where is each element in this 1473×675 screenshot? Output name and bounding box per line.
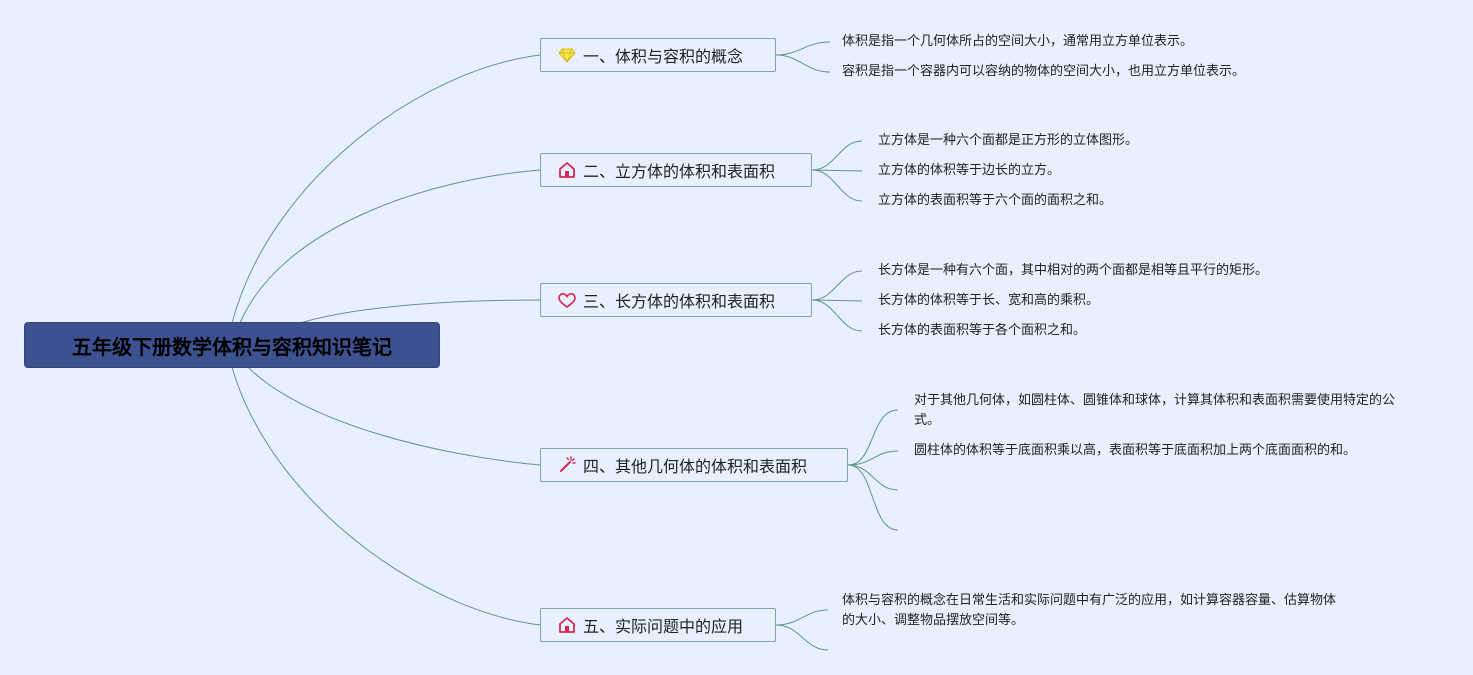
root-topic[interactable]: 五年级下册数学体积与容积知识笔记 [25, 323, 439, 367]
edge-topic3-leaf2 [811, 299, 863, 302]
edge-topic1-leaf1 [775, 41, 831, 56]
edge-topic4-leaf2 [847, 450, 899, 466]
leaf-cylinder-formula: 圆柱体的体积等于底面积乘以高，表面积等于底面积加上两个底面面积的和。 [914, 443, 1357, 458]
magic-wand-icon [557, 455, 577, 475]
leaf-cuboid-definition: 长方体是一种有六个面，其中相对的两个面都是相等且平行的矩形。 [878, 263, 1269, 278]
edge-topic5-leaf2 [775, 624, 829, 651]
leaf-cube-definition: 立方体是一种六个面都是正方形的立体图形。 [878, 133, 1139, 148]
edge-root-topic-4 [247, 366, 541, 466]
edge-root-topic-5 [231, 366, 541, 626]
edge-topic5-leaf1 [775, 609, 829, 626]
edge-topic2-leaf2 [811, 169, 863, 172]
edge-topic4-leaf1 [847, 409, 899, 466]
topic-label: 三、长方体的体积和表面积 [583, 292, 776, 311]
edge-topic4-leaf3 [847, 464, 899, 491]
leaf-capacity-definition: 容积是指一个容器内可以容纳的物体的空间大小，也用立方单位表示。 [842, 64, 1246, 79]
leaf-practical-application: 体积与容积的概念在日常生活和实际问题中有广泛的应用，如计算容器容量、估算物体的大… [842, 593, 1337, 628]
topic-other-solids-volume-area[interactable]: 四、其他几何体的体积和表面积 [540, 448, 848, 482]
edge-topic4-leaf4 [847, 464, 899, 531]
topic-label: 五、实际问题中的应用 [583, 617, 744, 636]
leaf-cuboid-volume: 长方体的体积等于长、宽和高的乘积。 [878, 293, 1100, 308]
leaf-cuboid-surface-area: 长方体的表面积等于各个面积之和。 [878, 323, 1087, 338]
house-icon [557, 615, 577, 635]
topic-practical-application[interactable]: 五、实际问题中的应用 [540, 608, 776, 642]
topic-cuboid-volume-area[interactable]: 三、长方体的体积和表面积 [540, 283, 812, 317]
edge-root-topic-2 [239, 169, 541, 324]
leaf-other-solids-formula: 对于其他几何体，如圆柱体、圆锥体和球体，计算其体积和表面积需要使用特定的公式。 [914, 393, 1396, 428]
topic-label: 一、体积与容积的概念 [583, 47, 744, 66]
topic-cube-volume-area[interactable]: 二、立方体的体积和表面积 [540, 153, 812, 187]
edge-topic3-leaf3 [811, 299, 863, 332]
leaf-cube-volume: 立方体的体积等于边长的立方。 [878, 163, 1061, 178]
edge-root-topic-1 [231, 54, 541, 324]
root-title: 五年级下册数学体积与容积知识笔记 [72, 334, 392, 359]
topic-label: 二、立方体的体积和表面积 [583, 162, 776, 181]
edge-topic2-leaf1 [811, 140, 863, 171]
leaf-cube-surface-area: 立方体的表面积等于六个面的面积之和。 [878, 193, 1113, 208]
edge-topic1-leaf2 [775, 54, 831, 73]
edge-topic3-leaf1 [811, 270, 863, 301]
topic-volume-capacity-concept[interactable]: 一、体积与容积的概念 [540, 38, 776, 72]
edge-root-topic-3 [299, 299, 541, 324]
diamond-icon [557, 45, 577, 65]
edge-topic2-leaf3 [811, 169, 863, 202]
heart-icon [557, 290, 577, 310]
leaf-volume-definition: 体积是指一个几何体所占的空间大小，通常用立方单位表示。 [842, 34, 1194, 49]
topic-label: 四、其他几何体的体积和表面积 [583, 457, 808, 476]
house-icon [557, 160, 577, 180]
